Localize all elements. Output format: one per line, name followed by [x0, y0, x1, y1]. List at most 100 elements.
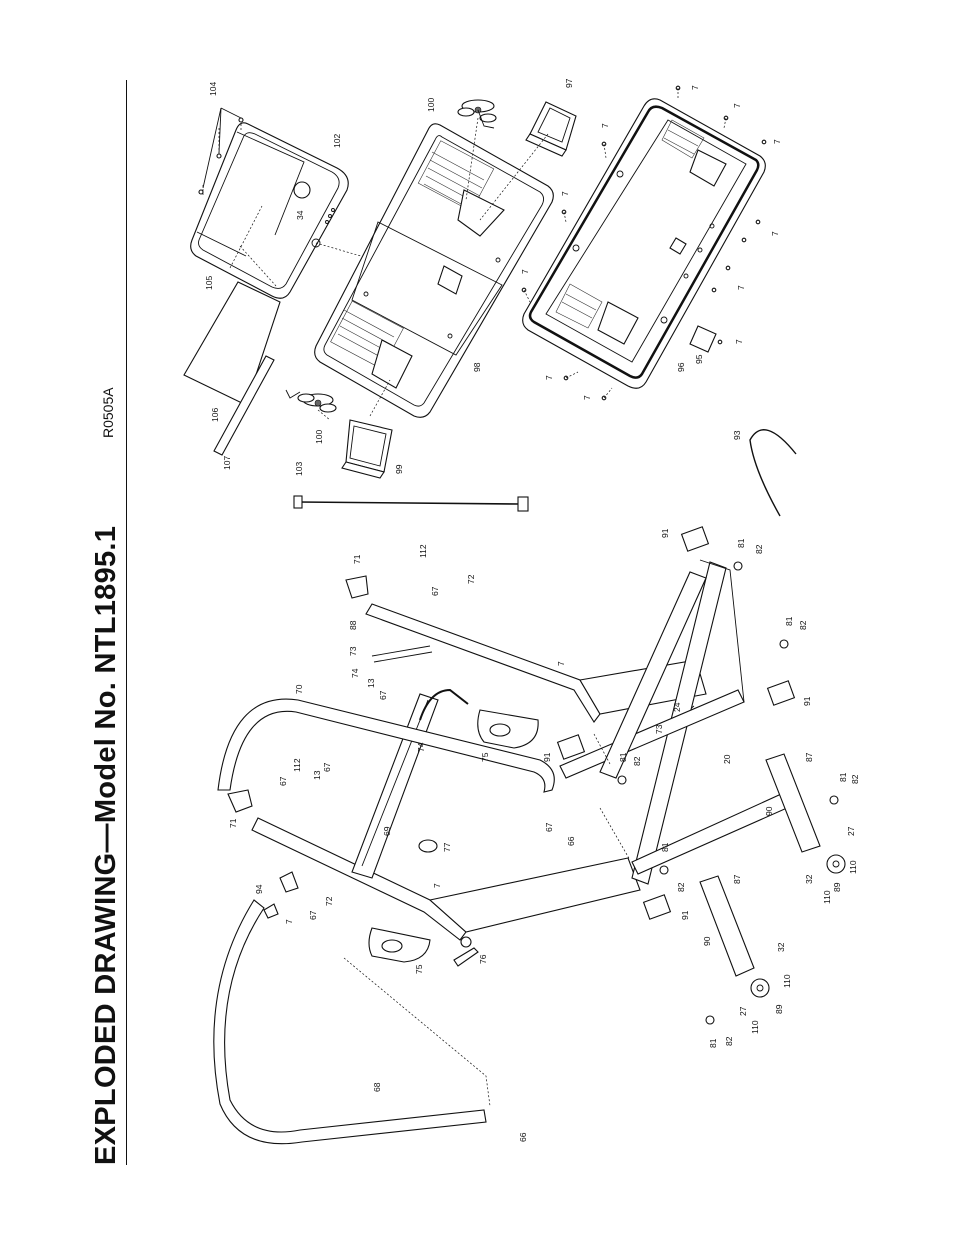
callout-102: 102	[332, 134, 342, 148]
base-frame-20	[343, 526, 846, 1107]
cup-holder-97	[525, 101, 577, 157]
callout-91-c: 91	[542, 752, 552, 762]
callout-67-c: 67	[308, 910, 318, 920]
wire-harness-103	[293, 495, 529, 512]
callout-74-b: 74	[416, 742, 426, 752]
fan-100-lower	[285, 389, 337, 413]
console-strip-107	[213, 355, 275, 456]
callout-27-b: 27	[738, 1006, 748, 1016]
callout-94: 94	[254, 884, 264, 894]
callout-112-b: 112	[418, 544, 428, 558]
callouts: 104 102 34 105 106 107 100 100 97 98 99 …	[204, 78, 860, 1142]
callout-34: 34	[295, 210, 305, 220]
callout-89-a: 89	[832, 882, 842, 892]
callout-100-upper: 100	[426, 98, 436, 112]
callout-110-c: 110	[782, 974, 792, 988]
callout-7-g: 7	[736, 285, 746, 290]
callout-110-d: 110	[750, 1020, 760, 1034]
fan-100-upper	[457, 99, 497, 129]
callout-66-b: 66	[566, 836, 576, 846]
callout-82-b: 82	[798, 620, 808, 630]
callout-67-e: 67	[378, 690, 388, 700]
callout-70: 70	[294, 684, 304, 694]
callout-27-a: 27	[846, 826, 856, 836]
callout-72-b: 72	[466, 574, 476, 584]
console-tray-102	[190, 122, 349, 299]
hood-base-96	[522, 98, 766, 389]
callout-71-b: 71	[352, 554, 362, 564]
callout-95: 95	[694, 354, 704, 364]
hood-screws-7	[521, 85, 767, 401]
callout-93: 93	[732, 430, 742, 440]
callout-7-b: 7	[732, 103, 742, 108]
callout-68: 68	[372, 1082, 382, 1092]
callout-32-a: 32	[804, 874, 814, 884]
callout-96: 96	[676, 362, 686, 372]
callout-98: 98	[472, 362, 482, 372]
callout-7-j: 7	[582, 395, 592, 400]
title-rule	[126, 80, 128, 1165]
console-overlay-105	[196, 131, 305, 257]
bracket-95	[689, 325, 717, 353]
callout-7-c: 7	[600, 123, 610, 128]
callout-77: 77	[442, 842, 452, 852]
callout-89-b: 89	[774, 1004, 784, 1014]
callout-7-d: 7	[560, 191, 570, 196]
callout-81-c: 81	[618, 752, 628, 762]
console-board-106	[183, 281, 281, 406]
motor-hood-98	[314, 123, 554, 418]
cup-holder-99	[341, 419, 393, 479]
callout-91-b: 91	[802, 696, 812, 706]
callout-67-d: 67	[430, 586, 440, 596]
callout-74-a: 74	[350, 668, 360, 678]
console-assembly	[183, 107, 441, 456]
callout-103: 103	[294, 462, 304, 476]
callout-7-a: 7	[690, 85, 700, 90]
callout-7-k: 7	[556, 661, 566, 666]
callout-81-d: 81	[660, 842, 670, 852]
callout-106: 106	[210, 408, 220, 422]
callout-7-f: 7	[770, 231, 780, 236]
callout-87-a: 87	[804, 752, 814, 762]
callout-20: 20	[722, 754, 732, 764]
upright-frame	[213, 575, 707, 1145]
callout-7-n: 7	[772, 139, 782, 144]
callout-81-b: 81	[784, 616, 794, 626]
callout-72-a: 72	[324, 896, 334, 906]
callout-82-a: 82	[754, 544, 764, 554]
callout-88: 88	[348, 620, 358, 630]
callout-104: 104	[208, 82, 218, 96]
callout-13-a: 13	[366, 678, 376, 688]
callout-82-e: 82	[850, 774, 860, 784]
callout-97: 97	[564, 78, 574, 88]
callout-107: 107	[222, 456, 232, 470]
callout-99: 99	[394, 464, 404, 474]
callout-73-a: 73	[348, 646, 358, 656]
callout-7-e: 7	[520, 269, 530, 274]
callout-75-b: 75	[480, 752, 490, 762]
callout-110-b: 110	[822, 890, 832, 904]
callout-76: 76	[478, 954, 488, 964]
callout-90-a: 90	[764, 806, 774, 816]
wire-93	[749, 429, 797, 517]
callout-7-h: 7	[734, 339, 744, 344]
callout-67-f: 67	[544, 822, 554, 832]
callout-7-m: 7	[284, 919, 294, 924]
callout-32-b: 32	[776, 942, 786, 952]
callout-91-a: 91	[660, 528, 670, 538]
callout-13-b: 13	[312, 770, 322, 780]
callout-110-a: 110	[848, 860, 858, 874]
callout-24: 24	[672, 702, 682, 712]
callout-87-b: 87	[732, 874, 742, 884]
callout-82-c: 82	[632, 756, 642, 766]
callout-7-i: 7	[544, 375, 554, 380]
callout-67-b: 67	[322, 762, 332, 772]
callout-69: 69	[382, 826, 392, 836]
callout-73-b: 73	[654, 724, 664, 734]
callout-7-l: 7	[432, 883, 442, 888]
callout-66-a: 66	[518, 1132, 528, 1142]
callout-81-e: 81	[838, 772, 848, 782]
callout-82-d: 82	[676, 882, 686, 892]
callout-91-d: 91	[680, 910, 690, 920]
